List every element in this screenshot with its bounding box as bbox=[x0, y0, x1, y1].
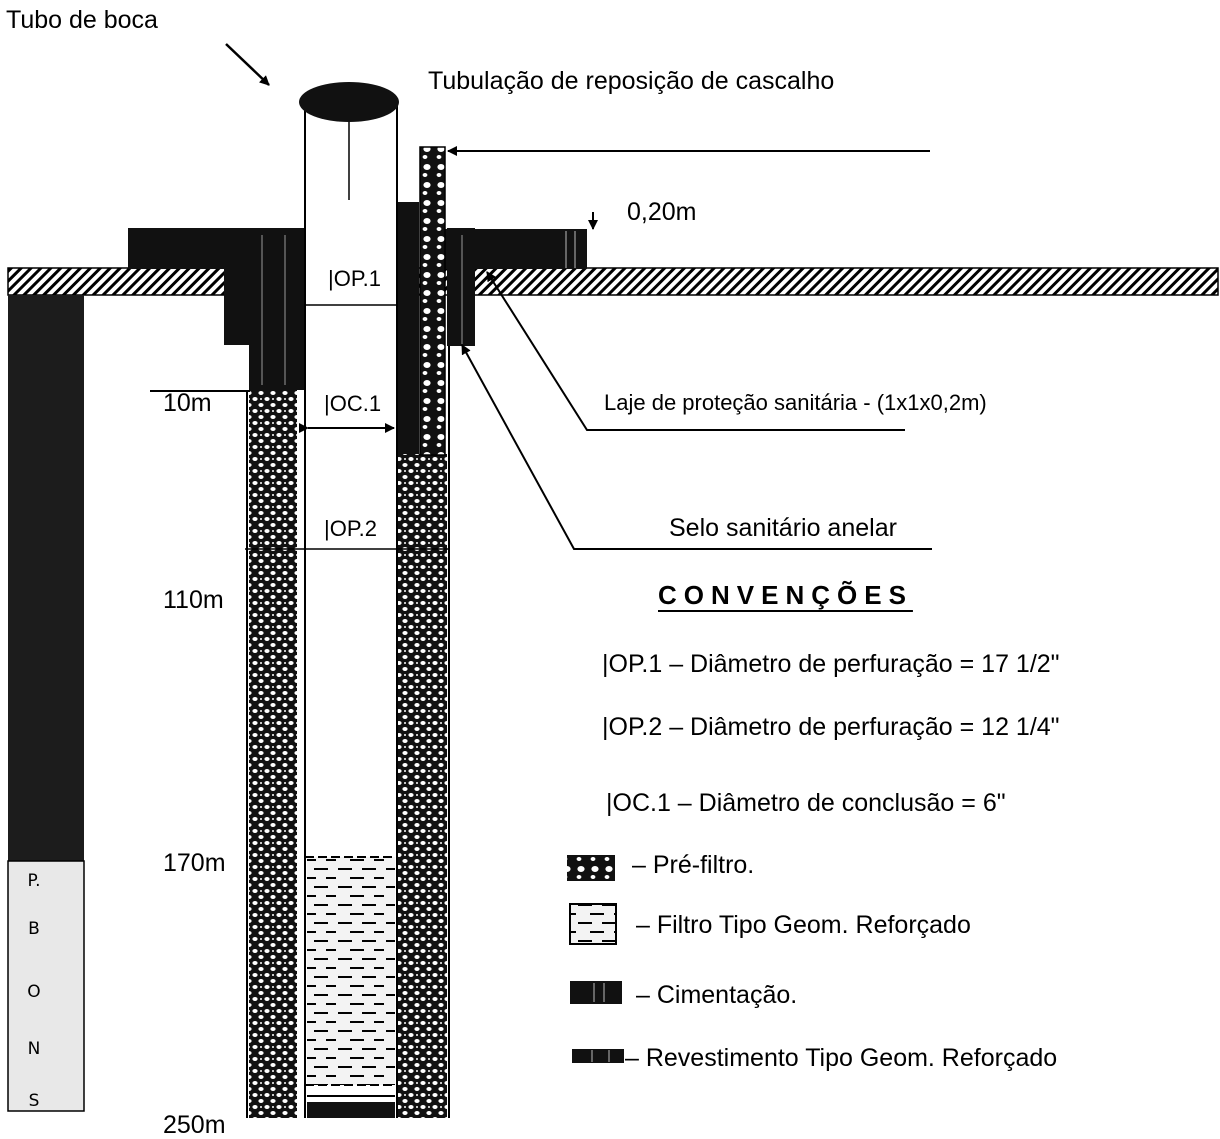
legend-op2: |OP.2 – Diâmetro de perfuração = 12 1/4" bbox=[602, 713, 1060, 741]
formation-letter: P. bbox=[27, 871, 41, 891]
selo-leader bbox=[461, 344, 932, 550]
depth-label-250m: 250m bbox=[163, 1111, 226, 1139]
legend-title: CONVENÇÕES bbox=[658, 580, 913, 610]
cement-collar-right bbox=[397, 202, 419, 454]
op1-tag: |OP.1 bbox=[328, 266, 382, 291]
formation-letter: B bbox=[28, 919, 40, 939]
mouth-cap bbox=[299, 82, 399, 122]
prefilter-right bbox=[397, 454, 447, 1118]
cement-collar-left-inner bbox=[249, 228, 304, 390]
selo-label: Selo sanitário anelar bbox=[669, 514, 897, 542]
formation-column-light bbox=[7, 860, 85, 1112]
legend-revestimento: – Revestimento Tipo Geom. Reforçado bbox=[625, 1044, 1058, 1072]
depth-label-110m: 110m bbox=[163, 586, 224, 614]
legend-swatch-filtro bbox=[569, 903, 617, 945]
slab-thickness-label: 0,20m bbox=[627, 198, 697, 226]
tubo-boca-arrow bbox=[225, 43, 270, 86]
legend-oc1: |OC.1 – Diâmetro de conclusão = 6" bbox=[606, 789, 1006, 817]
oc1-tag: |OC.1 bbox=[324, 391, 382, 416]
gravel-replenishment-tube bbox=[419, 146, 446, 456]
legend-swatch-revestimento bbox=[572, 1049, 624, 1063]
legend-prefiltro: – Pré-filtro. bbox=[632, 851, 755, 879]
op2-tag: |OP.2 bbox=[324, 516, 378, 541]
bottom-plug bbox=[307, 1102, 395, 1118]
formation-letter: O bbox=[27, 982, 41, 1002]
laje-leader bbox=[486, 271, 905, 431]
formation-letter: S bbox=[28, 1091, 40, 1111]
filter-screen bbox=[307, 857, 395, 1085]
legend-filtro: – Filtro Tipo Geom. Reforçado bbox=[636, 911, 971, 939]
depth-label-170m: 170m bbox=[163, 849, 226, 877]
depth-label-10m: 10m bbox=[163, 389, 212, 417]
tubulacao-label: Tubulação de reposição de cascalho bbox=[428, 67, 835, 95]
cement-collar-left bbox=[224, 228, 249, 345]
laje-label: Laje de proteção sanitária - (1x1x0,2m) bbox=[604, 390, 987, 415]
ground-surface bbox=[7, 267, 1219, 296]
tubo-boca-label: Tubo de boca bbox=[6, 6, 158, 34]
legend-cimentacao: – Cimentação. bbox=[636, 981, 798, 1009]
legend-swatch-prefiltro bbox=[567, 855, 615, 881]
legend-op1: |OP.1 – Diâmetro de perfuração = 17 1/2" bbox=[602, 650, 1060, 678]
legend-swatch-cimentacao bbox=[570, 981, 622, 1004]
formation-letter: N bbox=[27, 1039, 41, 1059]
formation-column-dark bbox=[8, 295, 84, 861]
prefilter-left bbox=[249, 390, 297, 1118]
